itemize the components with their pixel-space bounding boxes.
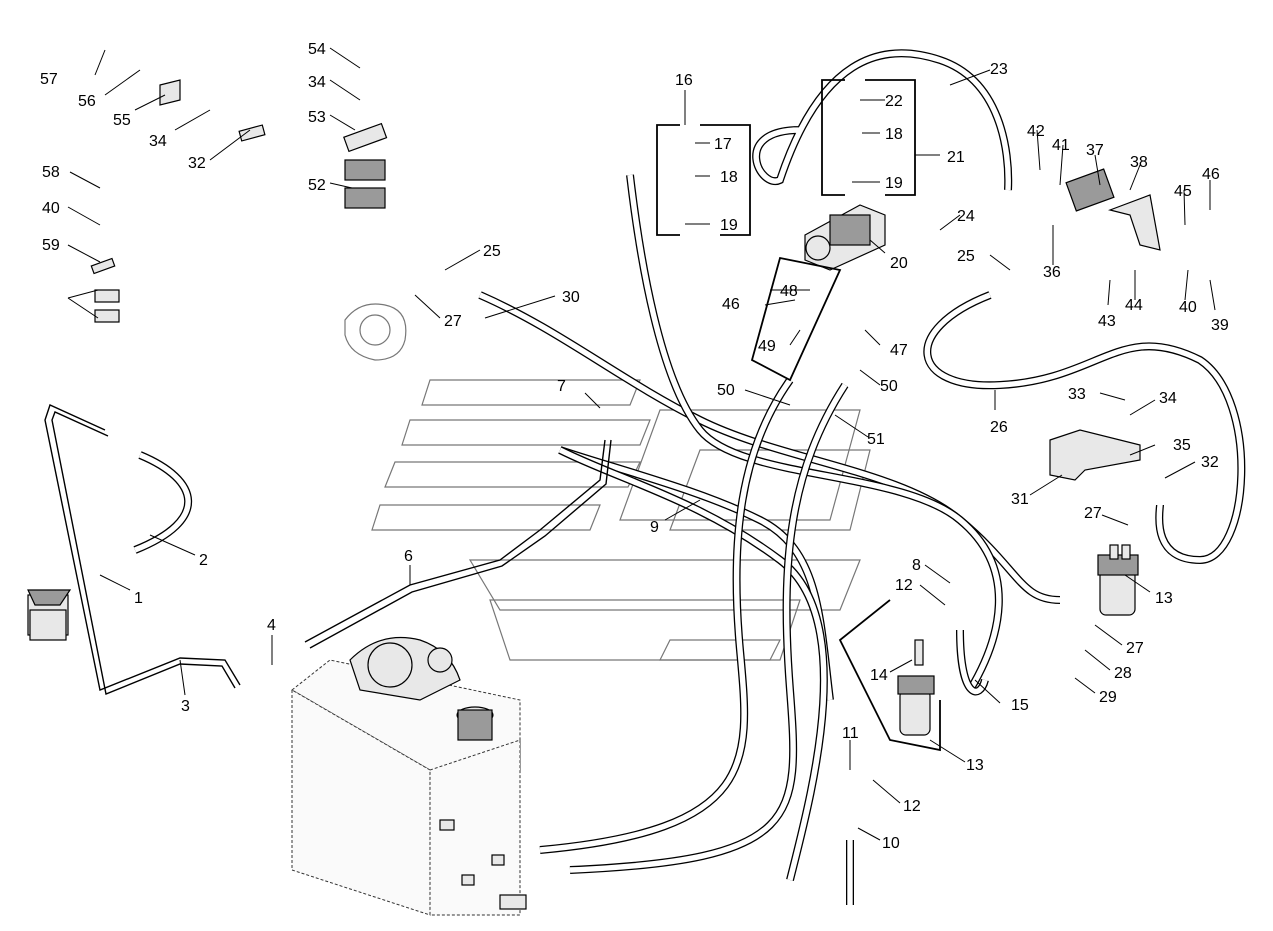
callout-31: 31 — [1011, 491, 1029, 508]
auxiliary-pump-ghost — [344, 303, 407, 361]
bracket-31 — [1049, 429, 1141, 481]
callout-27a: 27 — [444, 313, 462, 330]
callout-30: 30 — [562, 289, 580, 306]
callout-34b: 34 — [149, 133, 167, 150]
callout-19b: 19 — [885, 175, 903, 192]
callout-24: 24 — [957, 208, 975, 225]
callout-40a: 40 — [42, 200, 60, 217]
callout-12b: 12 — [903, 798, 921, 815]
pipe-6 — [304, 439, 612, 649]
callout-11: 11 — [842, 725, 859, 742]
group-frame-46 — [750, 256, 842, 382]
callout-46b: 47 — [890, 342, 908, 359]
callout-43: 44 — [1125, 297, 1143, 314]
callout-39: 40 — [1179, 299, 1197, 316]
callout-29: 29 — [1099, 689, 1117, 706]
callout-46a: 46 — [722, 296, 740, 313]
callout-34d: 35 — [1173, 437, 1191, 454]
callout-27b: 27 — [1084, 505, 1102, 522]
callout-56: 57 — [40, 71, 58, 88]
hose-2 — [133, 451, 193, 554]
callout-44: 45 — [1174, 183, 1192, 200]
callout-41: 42 — [1027, 123, 1045, 140]
callout-32b: 32 — [1201, 454, 1219, 471]
callout-49: 50 — [880, 378, 898, 395]
callout-32a: 32 — [188, 155, 206, 172]
callout-23: 23 — [990, 61, 1008, 78]
callout-26: 26 — [990, 419, 1008, 436]
callout-25a: 25 — [483, 243, 501, 260]
callout-18b: 18 — [885, 126, 903, 143]
callout-1: 1 — [134, 590, 143, 607]
oil-filter-13b — [897, 639, 935, 736]
callout-8: 8 — [912, 557, 921, 574]
callout-40b: 41 — [1052, 137, 1070, 154]
callout-12a: 12 — [895, 577, 913, 594]
callout-14: 14 — [870, 667, 888, 684]
hydraulic-tank — [291, 636, 527, 916]
hose-23 — [752, 49, 1013, 191]
hose-15 — [956, 629, 989, 696]
callout-45: 46 — [1202, 166, 1220, 183]
callout-22: 22 — [885, 93, 903, 110]
callout-27c: 27 — [1126, 640, 1144, 657]
callout-58: 59 — [42, 237, 60, 254]
hose-50-b — [569, 382, 849, 874]
callout-16: 16 — [675, 72, 693, 89]
callout-6: 6 — [404, 548, 413, 565]
group-frame-16 — [656, 124, 751, 236]
callout-21: 21 — [947, 149, 965, 166]
callout-7: 7 — [557, 378, 566, 395]
callout-3: 3 — [181, 698, 190, 715]
hose-26 — [923, 291, 1246, 565]
group-frame-13 — [838, 599, 941, 752]
clamp-parts — [90, 79, 388, 323]
pipe-3 — [44, 404, 241, 695]
callout-53: 54 — [308, 41, 326, 58]
callout-9: 9 — [650, 519, 659, 536]
callout-51: 52 — [308, 177, 326, 194]
oil-filter-13 — [1097, 544, 1139, 616]
callout-19a: 19 — [720, 217, 738, 234]
callout-34a: 34 — [308, 74, 326, 91]
callout-33: 33 — [1068, 386, 1086, 403]
callout-18a: 18 — [720, 169, 738, 186]
callout-20: 20 — [890, 255, 908, 272]
callout-50b: 51 — [867, 431, 885, 448]
callout-36: 37 — [1086, 142, 1104, 159]
callout-54: 55 — [113, 112, 131, 129]
callout-48: 49 — [758, 338, 776, 355]
callout-13a: 13 — [1155, 590, 1173, 607]
callout-2: 2 — [199, 552, 208, 569]
callout-57: 58 — [42, 164, 60, 181]
callout-13b: 13 — [966, 757, 984, 774]
callout-47: 48 — [780, 283, 798, 300]
callout-17: 17 — [714, 136, 732, 153]
callout-15: 15 — [1011, 697, 1029, 714]
callout-50a: 50 — [717, 382, 735, 399]
callout-25b: 25 — [957, 248, 975, 265]
callout-38: 39 — [1211, 317, 1229, 334]
callout-28: 28 — [1114, 665, 1132, 682]
callout-55: 56 — [78, 93, 96, 110]
callout-34c: 34 — [1159, 390, 1177, 407]
callout-labels: 1 2 3 4 6 7 8 9 10 11 12 12 13 13 14 15 … — [40, 41, 1229, 852]
group-frame-21 — [821, 79, 916, 196]
hydraulic-pump — [804, 204, 886, 271]
bracket-37 — [1065, 168, 1161, 251]
callout-42: 43 — [1098, 313, 1116, 330]
hose-50-a — [539, 377, 794, 854]
callout-37: 38 — [1130, 154, 1148, 171]
filter-housing-ghost — [27, 589, 72, 641]
callout-52: 53 — [308, 109, 326, 126]
callout-10: 10 — [882, 835, 900, 852]
leader-lines — [67, 47, 1216, 841]
callout-35: 36 — [1043, 264, 1061, 281]
callout-4: 4 — [267, 617, 276, 634]
